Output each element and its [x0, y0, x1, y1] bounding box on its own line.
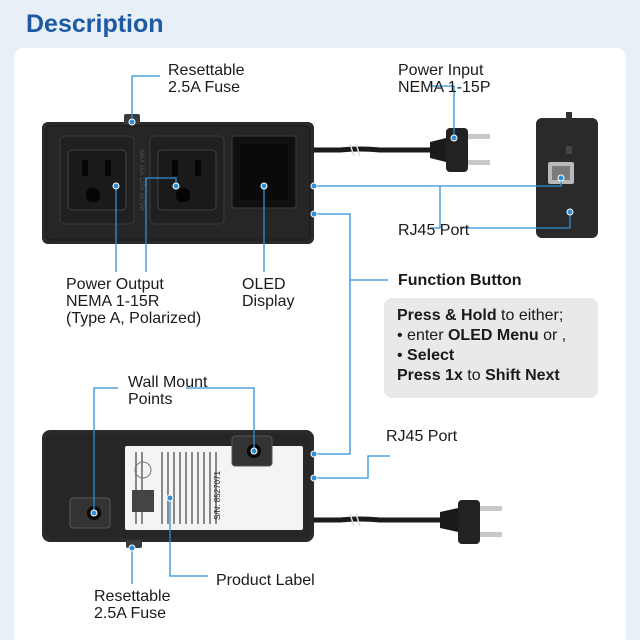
top-device: MAX 15A 125V 1875W	[42, 112, 598, 244]
info-line-2-rest: or ,	[538, 327, 567, 344]
power-output-label-3: (Type A, Polarized)	[66, 310, 202, 327]
info-line-4-bold: Press 1x	[397, 367, 463, 384]
info-line-4: Press 1x to Shift Next	[397, 367, 560, 385]
plug-top	[430, 128, 490, 172]
oled-label-2: Display	[242, 293, 295, 310]
fuse-bottom-label-1: Resettable	[94, 588, 171, 605]
info-line-3-bold: Select	[407, 347, 455, 364]
product-label-label: Product Label	[216, 572, 315, 589]
power-input-label-1: Power Input	[398, 62, 484, 79]
info-line-3-prefix: •	[397, 347, 408, 364]
oled-label-1: OLED	[242, 276, 286, 293]
wall-mount-left	[69, 497, 111, 529]
info-line-1-rest: to either;	[496, 307, 564, 324]
bottom-device: S/N: 8527071	[42, 430, 502, 548]
plug-bottom	[440, 500, 502, 544]
wall-mount-label-1: Wall Mount	[128, 374, 208, 391]
power-input-label-2: NEMA 1-15P	[398, 79, 491, 96]
page-title: Description	[26, 10, 164, 38]
function-button-info-box: Press & Hold to either; • enter OLED Men…	[384, 298, 598, 398]
info-line-3: • Select	[397, 347, 454, 365]
rj45-top-label: RJ45 Port	[398, 222, 470, 239]
rj45-bottom-label: RJ45 Port	[386, 428, 458, 445]
leader-lines	[93, 75, 571, 584]
top-device-side-view	[536, 112, 598, 238]
power-cable-top	[314, 146, 430, 153]
info-line-4-bold2: Shift Next	[485, 367, 560, 384]
wall-mount-label-2: Points	[128, 391, 173, 408]
fuse-top-label-2: 2.5A Fuse	[168, 79, 241, 96]
info-line-1: Press & Hold to either;	[397, 307, 563, 325]
outlet-1	[59, 135, 135, 225]
info-line-2-prefix: • enter	[397, 327, 448, 344]
function-button-label: Function Button	[398, 272, 522, 289]
fuse-bottom-label-2: 2.5A Fuse	[94, 605, 167, 622]
fuse-top-label-1: Resettable	[168, 62, 245, 79]
power-output-label-2: NEMA 1-15R	[66, 293, 160, 310]
info-line-2: • enter OLED Menu or ,	[397, 327, 566, 345]
serial-number-text: S/N: 8527071	[213, 471, 222, 520]
info-line-1-bold: Press & Hold	[397, 307, 497, 324]
info-line-2-bold: OLED Menu	[447, 327, 539, 344]
info-line-4-mid: to	[462, 367, 486, 384]
power-output-label-1: Power Output	[66, 276, 164, 293]
outlet-rating-text: MAX 15A 125V 1875W	[138, 150, 144, 212]
leader-dots	[90, 118, 574, 552]
power-cable-bottom	[314, 516, 440, 523]
outlet-2	[149, 135, 225, 225]
